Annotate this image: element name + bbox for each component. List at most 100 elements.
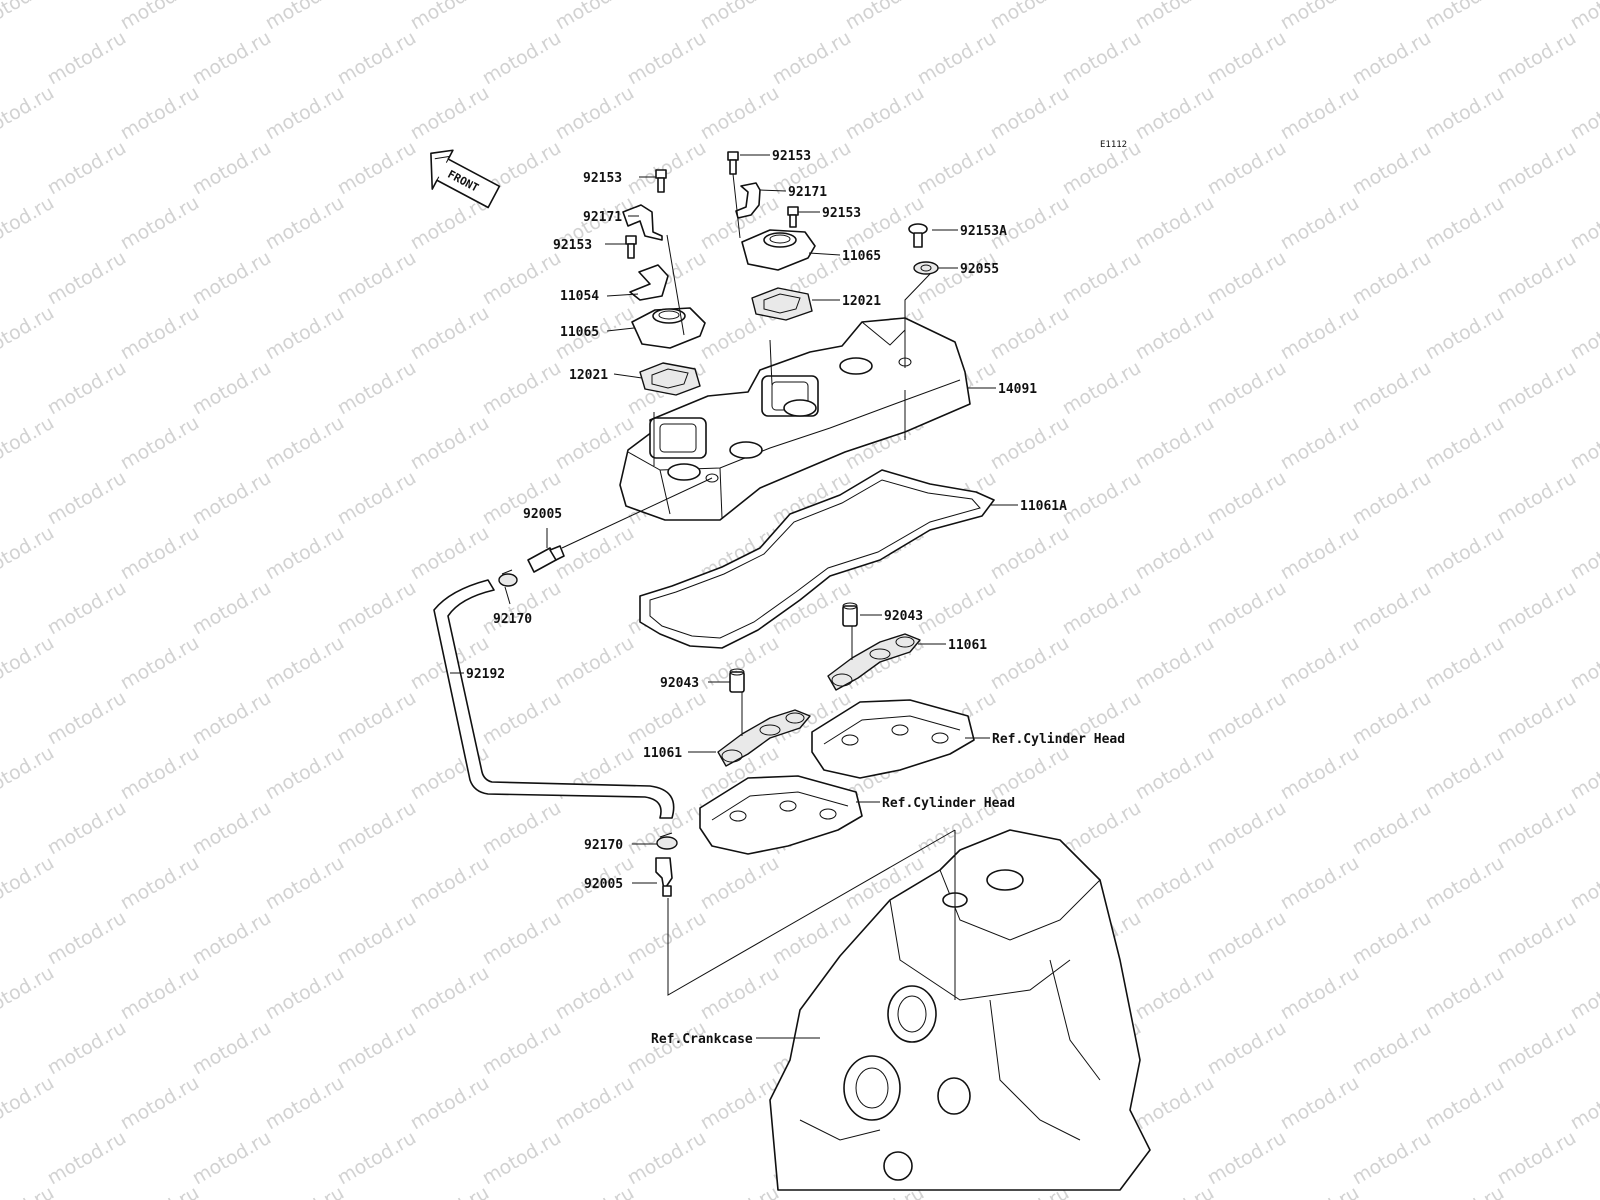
watermark-text: motod.ru — [1204, 1017, 1290, 1080]
label-12021-b[interactable]: 12021 — [842, 294, 881, 309]
watermark-text: motod.ru — [1567, 852, 1600, 915]
watermark-text: motod.ru — [1422, 302, 1508, 365]
watermark-text: motod.ru — [407, 522, 493, 585]
watermark-text: motod.ru — [1567, 0, 1600, 34]
label-92170-a[interactable]: 92170 — [493, 612, 532, 627]
watermark-text: motod.ru — [0, 1072, 58, 1135]
watermark-text: motod.ru — [987, 632, 1073, 695]
watermark-text: motod.ru — [1277, 192, 1363, 255]
watermark-text: motod.ru — [552, 962, 638, 1025]
label-92043-b[interactable]: 92043 — [660, 676, 699, 691]
label-92153-d[interactable]: 92153 — [822, 206, 861, 221]
label-92153-a[interactable]: 92153 — [583, 171, 622, 186]
watermark-text: motod.ru — [1422, 412, 1508, 475]
label-11061A[interactable]: 11061A — [1020, 499, 1067, 514]
watermark-text: motod.ru — [334, 577, 420, 640]
watermark-text: motod.ru — [1349, 357, 1435, 420]
watermark-text: motod.ru — [117, 522, 203, 585]
label-92005-b[interactable]: 92005 — [584, 877, 623, 892]
label-92153-b[interactable]: 92153 — [553, 238, 592, 253]
watermark-text: motod.ru — [1204, 467, 1290, 530]
watermark-text: motod.ru — [44, 577, 130, 640]
clamp-92170-a-icon — [498, 569, 518, 587]
label-92171-a[interactable]: 92171 — [583, 210, 622, 225]
watermark-text: motod.ru — [1349, 1127, 1435, 1190]
watermark-text: motod.ru — [1494, 247, 1580, 310]
label-92153-c[interactable]: 92153 — [772, 149, 811, 164]
watermark-text: motod.ru — [334, 27, 420, 90]
watermark-text: motod.ru — [1277, 852, 1363, 915]
label-11054[interactable]: 11054 — [560, 289, 599, 304]
label-92170-b[interactable]: 92170 — [584, 838, 623, 853]
watermark-text: motod.ru — [189, 137, 275, 200]
watermark-text: motod.ru — [117, 962, 203, 1025]
watermark-text: motod.ru — [1132, 1072, 1218, 1135]
watermark-text: motod.ru — [1494, 357, 1580, 420]
watermark-text: motod.ru — [842, 82, 928, 145]
watermark-text: motod.ru — [1277, 522, 1363, 585]
watermark-text: motod.ru — [1204, 247, 1290, 310]
watermark-text: motod.ru — [1277, 82, 1363, 145]
watermark-text: motod.ru — [1277, 742, 1363, 805]
watermark-text: motod.ru — [1349, 1017, 1435, 1080]
watermark-text: motod.ru — [1059, 797, 1145, 860]
watermark-text: motod.ru — [262, 412, 348, 475]
watermark-text: motod.ru — [914, 577, 1000, 640]
watermark-text: motod.ru — [117, 0, 203, 34]
label-14091[interactable]: 14091 — [998, 382, 1037, 397]
watermark-text: motod.ru — [1204, 357, 1290, 420]
watermark-text: motod.ru — [1277, 1072, 1363, 1135]
watermark-text: motod.ru — [117, 742, 203, 805]
bolt-92153A-icon — [908, 223, 928, 248]
watermark-text: motod.ru — [769, 27, 855, 90]
watermark-text: motod.ru — [407, 962, 493, 1025]
label-ref-crankcase[interactable]: Ref.Crankcase — [651, 1032, 753, 1047]
label-11061-b[interactable]: 11061 — [643, 746, 682, 761]
watermark-text: motod.ru — [44, 797, 130, 860]
label-92005-a[interactable]: 92005 — [523, 507, 562, 522]
label-92055[interactable]: 92055 — [960, 262, 999, 277]
watermark-text: motod.ru — [1494, 137, 1580, 200]
watermark-text: motod.ru — [1567, 82, 1600, 145]
washer-92055-icon — [913, 261, 939, 275]
watermark-text: motod.ru — [1567, 742, 1600, 805]
watermark-text: motod.ru — [552, 522, 638, 585]
watermark-text: motod.ru — [1349, 467, 1435, 530]
watermark-text: motod.ru — [552, 1182, 638, 1200]
watermark-text: motod.ru — [407, 1072, 493, 1135]
watermark-text: motod.ru — [44, 357, 130, 420]
watermark-text: motod.ru — [1132, 632, 1218, 695]
watermark-text: motod.ru — [552, 1072, 638, 1135]
watermark-text: motod.ru — [334, 1017, 420, 1080]
watermark-text: motod.ru — [44, 247, 130, 310]
label-92153A[interactable]: 92153A — [960, 224, 1007, 239]
watermark-text: motod.ru — [189, 1127, 275, 1190]
gasket-12021-a-icon — [639, 362, 701, 396]
watermark-text: motod.ru — [479, 907, 565, 970]
cylinder-head-cover-14091-icon — [619, 317, 971, 521]
watermark-text: motod.ru — [987, 192, 1073, 255]
label-ref-cylinder-head-a[interactable]: Ref.Cylinder Head — [992, 732, 1125, 747]
watermark-text: motod.ru — [1349, 137, 1435, 200]
watermark-text: motod.ru — [262, 962, 348, 1025]
label-12021-a[interactable]: 12021 — [569, 368, 608, 383]
watermark-text: motod.ru — [189, 907, 275, 970]
label-11065-a[interactable]: 11065 — [560, 325, 599, 340]
watermark-text: motod.ru — [44, 907, 130, 970]
label-92171-b[interactable]: 92171 — [788, 185, 827, 200]
watermark-text: motod.ru — [1277, 0, 1363, 34]
label-92043-a[interactable]: 92043 — [884, 609, 923, 624]
watermark-text: motod.ru — [334, 357, 420, 420]
diagram-code: E1112 — [1100, 140, 1127, 150]
watermark-text: motod.ru — [842, 0, 928, 34]
bracket-92171-a-icon — [622, 204, 663, 241]
watermark-text: motod.ru — [1204, 577, 1290, 640]
watermark-text: motod.ru — [189, 467, 275, 530]
label-11061-a[interactable]: 11061 — [948, 638, 987, 653]
watermark-text: motod.ru — [1494, 797, 1580, 860]
watermark-text: motod.ru — [479, 1127, 565, 1190]
watermark-text: motod.ru — [1422, 1072, 1508, 1135]
label-92192[interactable]: 92192 — [466, 667, 505, 682]
label-ref-cylinder-head-b[interactable]: Ref.Cylinder Head — [882, 796, 1015, 811]
label-11065-b[interactable]: 11065 — [842, 249, 881, 264]
